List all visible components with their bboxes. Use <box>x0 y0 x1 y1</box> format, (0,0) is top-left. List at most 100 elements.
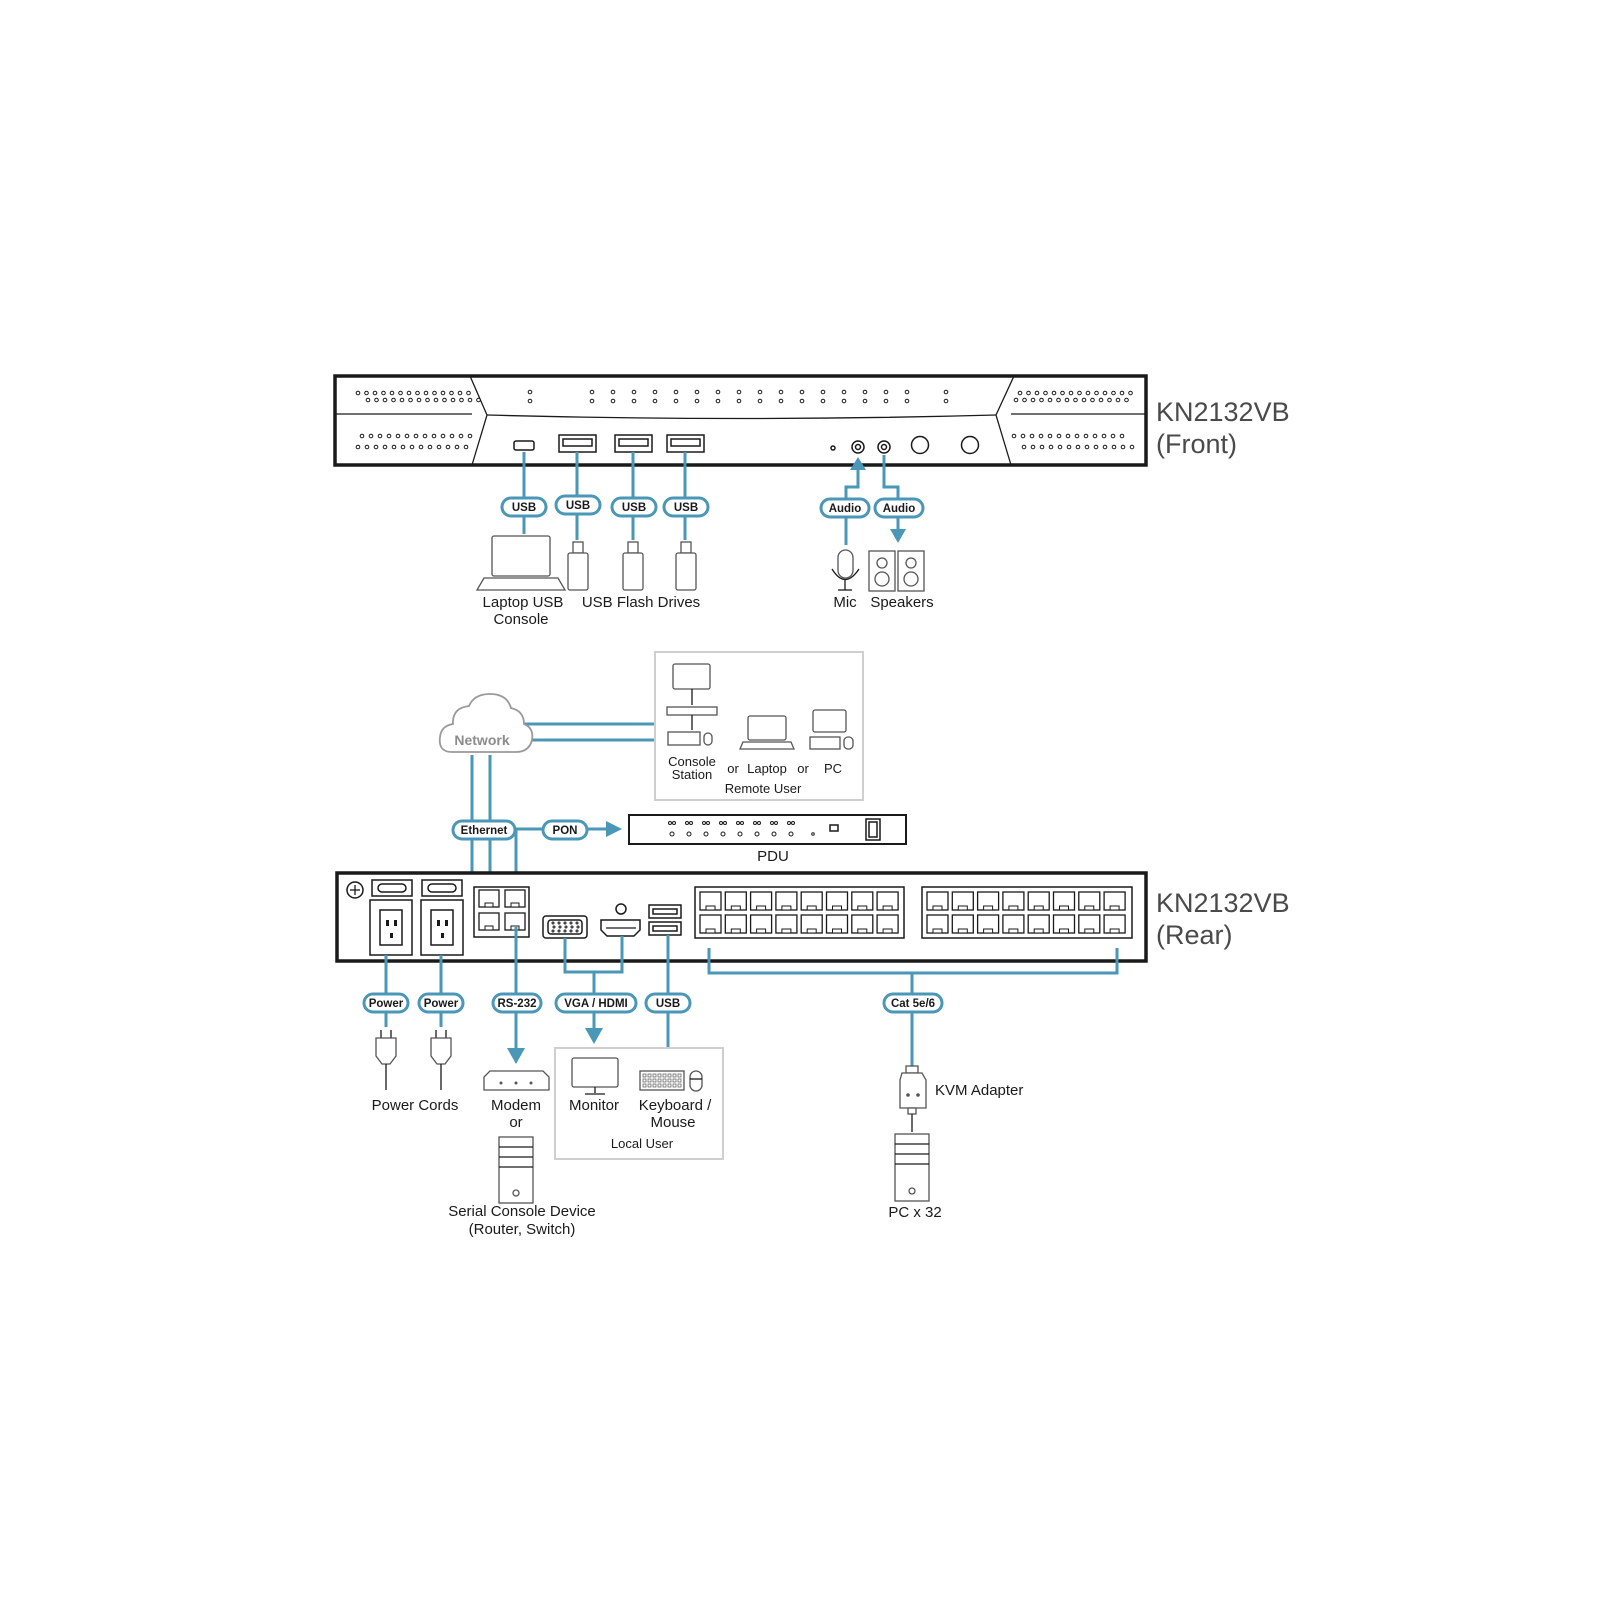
rj45-port-tab <box>1084 928 1095 934</box>
arrow-down-modem <box>507 1048 525 1064</box>
keyboard-key <box>647 1083 652 1088</box>
vent-dot <box>389 390 395 396</box>
vent-dot <box>454 444 460 450</box>
console-station-label-2: Station <box>672 767 712 782</box>
vent-dot <box>631 389 637 395</box>
vent-dot <box>374 397 379 403</box>
vent-dot <box>575 921 579 925</box>
pill-usb-1-text: USB <box>512 502 536 514</box>
rear-wires <box>384 927 1119 1068</box>
pill-usb-4-text: USB <box>674 502 698 514</box>
speakers-icon <box>868 550 925 592</box>
vent-dot <box>668 821 672 825</box>
vent-dot <box>442 397 447 403</box>
pill-power-1-text: Power <box>369 998 404 1010</box>
ac-inlet-2 <box>420 899 464 956</box>
vent-dot <box>449 390 454 396</box>
vent-dot <box>904 398 910 404</box>
remote-pc-label: PC <box>824 761 842 776</box>
vent-dot <box>418 444 424 450</box>
vent-dot <box>355 444 361 450</box>
vent-dot <box>706 821 710 825</box>
hdmi-screw-icon <box>615 903 627 915</box>
vent-dot <box>576 925 580 929</box>
serial-device-label-1: Serial Console Device <box>448 1203 596 1220</box>
vent-dot <box>570 925 574 929</box>
vent-dot <box>1056 433 1062 439</box>
ac-inlet-1-pin-c <box>390 933 393 938</box>
rj45-port-tab <box>730 905 741 911</box>
vent-dot <box>778 389 784 395</box>
vent-dot <box>1111 390 1116 396</box>
remote-pc-mouse-icon <box>843 736 854 750</box>
vent-dot <box>1120 444 1126 450</box>
vent-dot <box>552 925 556 929</box>
pill-pon: PON <box>541 819 589 841</box>
vent-dot <box>359 433 365 439</box>
vent-dot <box>799 398 805 404</box>
vent-dot <box>382 444 388 450</box>
vent-dot <box>754 831 760 837</box>
vent-dot <box>563 929 567 933</box>
vent-dot <box>862 389 868 395</box>
keyboard-key <box>657 1083 662 1088</box>
vent-dot <box>569 921 573 925</box>
vent-dot <box>575 929 579 933</box>
rj45-port-tab <box>932 905 943 911</box>
ac-inlet-1-pin-b <box>394 920 397 926</box>
pdu-label: PDU <box>757 848 789 865</box>
keyboard-key <box>642 1073 647 1078</box>
pill-rear-usb: USB <box>644 992 692 1014</box>
modem-icon <box>483 1070 550 1091</box>
pill-cat-text: Cat 5e/6 <box>891 998 935 1010</box>
vent-dot <box>436 444 442 450</box>
vent-dot <box>400 444 406 450</box>
vent-dot <box>416 397 422 403</box>
vent-dot <box>527 398 533 404</box>
local-keyboard-keys <box>642 1073 682 1088</box>
vent-dot <box>1119 390 1125 396</box>
usb-port-1-inner <box>562 438 593 447</box>
modem-or-label: or <box>509 1114 522 1131</box>
lan-ports <box>478 889 526 931</box>
vent-dot <box>1066 444 1072 450</box>
led-dot <box>830 445 836 451</box>
rj45-port-tab <box>983 928 994 934</box>
vent-dot <box>427 444 433 450</box>
vent-dot <box>736 389 742 395</box>
pc-tower-icon <box>894 1133 930 1202</box>
rj45-port-tab <box>1059 928 1069 934</box>
pdu-device <box>628 814 907 845</box>
laptop-label-1: Laptop USB <box>483 594 564 611</box>
rj45-port-tab <box>832 905 842 911</box>
vent-dot <box>399 397 405 403</box>
usb-port-3-inner <box>670 438 701 447</box>
power-switch-2-toggle <box>427 883 457 893</box>
keyboard-key <box>652 1073 657 1078</box>
pill-usb-4: USB <box>662 496 710 518</box>
vent-dot <box>883 389 889 395</box>
vent-dot <box>673 389 679 395</box>
vga-pins <box>551 921 580 933</box>
vent-dot <box>1119 433 1125 439</box>
vent-dot <box>1102 390 1108 396</box>
or-label-2: or <box>797 761 809 776</box>
keyboard-key <box>677 1083 682 1088</box>
arrow-right-pdu <box>606 821 622 837</box>
vent-dot <box>1064 397 1070 403</box>
vent-dot <box>432 390 437 396</box>
vent-dot <box>715 389 721 395</box>
remote-pc-monitor-icon <box>812 709 847 733</box>
remote-user-box: Console Station or Laptop or PC Remote U… <box>654 651 864 801</box>
keyboard-key <box>647 1078 652 1083</box>
pill-power-2-text: Power <box>424 998 459 1010</box>
vent-dot <box>1030 397 1036 403</box>
rj45-port-tab <box>882 928 893 934</box>
vent-dot <box>445 444 451 450</box>
vent-dot <box>1129 444 1135 450</box>
power-cord-icon-2 <box>430 1030 452 1090</box>
vent-dot <box>466 390 471 396</box>
arrow-down-speakers <box>890 529 906 543</box>
vent-dot <box>686 831 692 837</box>
mic-icon <box>831 549 860 591</box>
